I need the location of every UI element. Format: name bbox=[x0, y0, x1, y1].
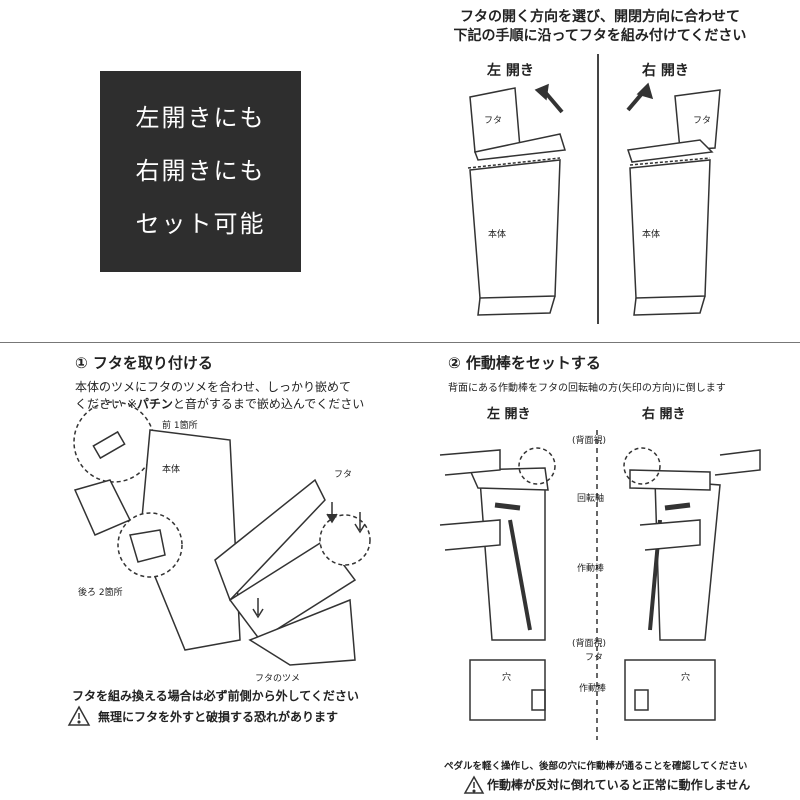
promo-line-1: 左開きにも bbox=[135, 104, 266, 132]
promo-box: 左開きにも 右開きにも セット可能 bbox=[100, 71, 301, 272]
step2-lid-label: フタ bbox=[585, 653, 604, 663]
step1-desc-2c: と音がするまで嵌め込んでください bbox=[172, 397, 365, 411]
step1-title: ① フタを取り付ける bbox=[75, 354, 213, 372]
top-divider bbox=[597, 54, 599, 324]
rod-label-1: 作動棒 bbox=[577, 564, 605, 574]
lid-claw-label: フタのツメ bbox=[255, 674, 301, 684]
step1-desc-2: ください ※パチンと音がするまで嵌め込んでください bbox=[75, 395, 364, 412]
bin-right-open-illustration bbox=[626, 82, 721, 316]
step1-illustration bbox=[73, 401, 371, 666]
hole-label-left: 穴 bbox=[502, 673, 512, 683]
bin-left-open-illustration bbox=[467, 83, 566, 316]
top-instruction: フタの開く方向を選び、開閉方向に合わせて 下記の手順に沿ってフタを組み付けてくだ… bbox=[430, 8, 770, 46]
promo-line-2: 右開きにも bbox=[135, 157, 266, 185]
step2-note-2: 作動棒が反対に倒れていると正常に動作しません bbox=[487, 778, 751, 792]
step1-note-1: フタを組み換える場合は必ず前側から外してください bbox=[72, 689, 359, 703]
right-open-label: 右 開き bbox=[642, 63, 689, 79]
top-instruction-line-1: フタの開く方向を選び、開閉方向に合わせて bbox=[460, 9, 740, 25]
body-label-right: 本体 bbox=[642, 230, 661, 240]
step1-lid-label: フタ bbox=[334, 470, 353, 480]
step2-left-open: 左 開き bbox=[487, 407, 531, 422]
body-label-left: 本体 bbox=[488, 230, 507, 240]
back-view-label-2: (背面視) bbox=[572, 639, 607, 649]
front-label: 前 1箇所 bbox=[162, 421, 198, 431]
rotation-axis-label: 回転軸 bbox=[577, 494, 605, 504]
left-open-label: 左 開き bbox=[487, 63, 534, 79]
step2-right-open: 右 開き bbox=[642, 407, 686, 422]
warning-triangle-icon bbox=[463, 775, 485, 794]
step2-illustration bbox=[439, 430, 761, 740]
section-divider bbox=[0, 342, 800, 343]
step1-desc-1: 本体のツメにフタのツメを合わせ、しっかり嵌めて bbox=[75, 380, 352, 394]
back-view-label-1: (背面視) bbox=[572, 436, 607, 446]
step2-desc: 背面にある作動棒をフタの回転軸の方(矢印の方向)に倒します bbox=[448, 383, 726, 394]
step1-note-2: 無理にフタを外すと破損する恐れがあります bbox=[98, 710, 339, 724]
step2-title: ② 作動棒をセットする bbox=[448, 354, 601, 372]
back-label: 後ろ 2箇所 bbox=[78, 588, 123, 598]
warning-triangle-icon bbox=[67, 705, 91, 726]
step1-desc-2a: ください ※ bbox=[75, 397, 137, 411]
top-instruction-line-2: 下記の手順に沿ってフタを組み付けてください bbox=[453, 28, 747, 44]
step1-body-label: 本体 bbox=[162, 465, 181, 475]
lid-label-left: フタ bbox=[484, 116, 503, 126]
promo-line-3: セット可能 bbox=[135, 210, 266, 238]
step1-desc-2b: パチン bbox=[136, 397, 173, 411]
rod-label-2: 作動棒 bbox=[579, 684, 607, 694]
lid-label-right: フタ bbox=[693, 116, 712, 126]
hole-label-right: 穴 bbox=[681, 673, 691, 683]
step2-note-1: ペダルを軽く操作し、後部の穴に作動棒が通ることを確認してください bbox=[444, 761, 748, 772]
